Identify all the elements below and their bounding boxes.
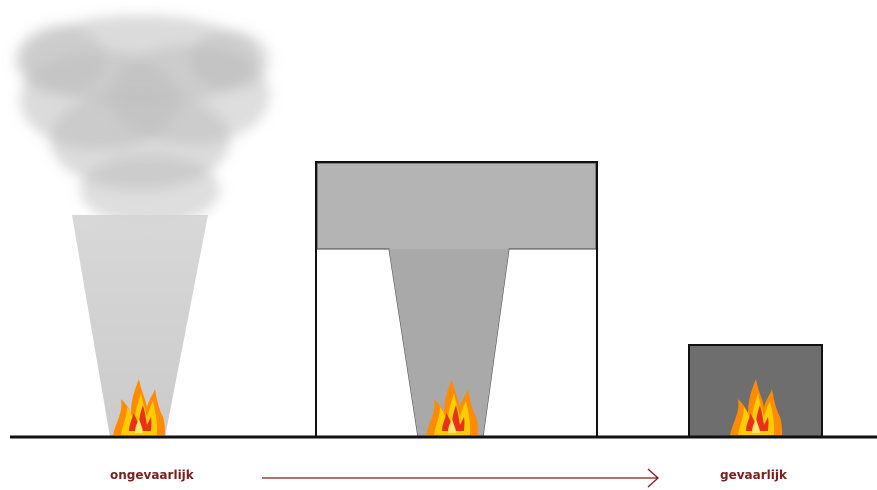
- filled-room-scenario: [688, 344, 823, 438]
- smoke-plume-room: [389, 249, 509, 437]
- smoke-plume: [72, 215, 208, 437]
- label-gevaarlijk: gevaarlijk: [720, 468, 787, 482]
- smoke-cloud: [15, 15, 270, 225]
- open-fire-scenario: [15, 15, 270, 437]
- label-ongevaarlijk: ongevaarlijk: [110, 468, 194, 482]
- arrow-right-icon: [262, 468, 659, 488]
- room-with-smoke-layer-scenario: [315, 161, 598, 438]
